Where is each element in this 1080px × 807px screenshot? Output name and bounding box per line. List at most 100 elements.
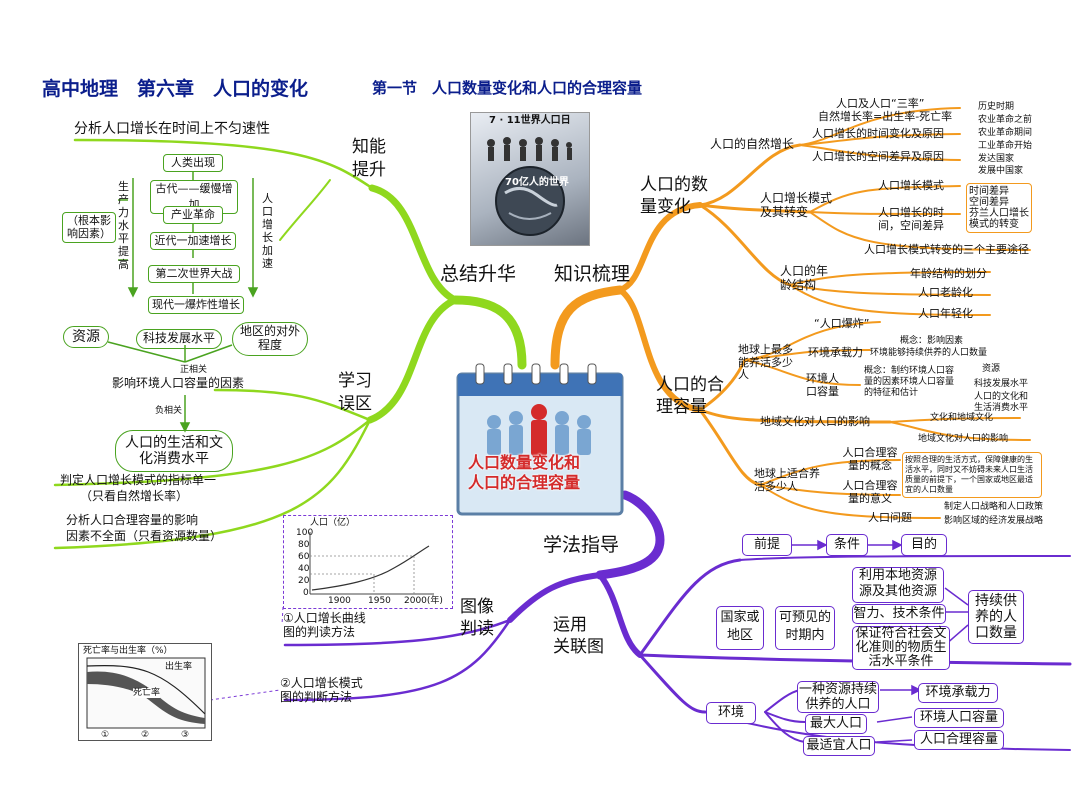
max-pop-node: 最大人口 xyxy=(805,714,867,734)
center-title-line1: 人口数量变化和 xyxy=(468,453,581,472)
productivity-label: 生产力水平提高 xyxy=(118,180,129,271)
branch-mistake: 学习 误区 xyxy=(338,371,372,414)
env-concept: 概念：影响因素 xyxy=(900,336,964,346)
goal-node: 目的 xyxy=(901,534,947,556)
history-1: 农业革命之前 xyxy=(978,115,1033,125)
capacity-node: 人口的合理容量 xyxy=(656,375,724,417)
graph1-curve xyxy=(309,532,434,595)
tech-node: 科技发展水平 xyxy=(136,329,223,349)
three-rates: 人口及人口“三率” xyxy=(836,97,925,110)
earth-max: 地球上最多能养活多少人 xyxy=(738,343,793,382)
policy-0: 制定人口战略和人口政策 xyxy=(944,502,1044,512)
pos-corr-label: 正相关 xyxy=(180,365,208,375)
regional-item-0: 文化和地域文化 xyxy=(930,413,994,423)
rational-node: 人口合理容量 xyxy=(914,730,1004,750)
graph1-ytick-3: 40 xyxy=(298,564,310,574)
graph1-ytick-2: 60 xyxy=(298,552,310,562)
problem: 人口问题 xyxy=(868,511,912,524)
branch-graph: 图像 判读 xyxy=(460,597,494,639)
country-1: 发展中国家 xyxy=(978,166,1024,176)
env-factor-0: 资源 xyxy=(982,364,1001,374)
center-title-line2: 人口的合理容量 xyxy=(468,473,581,492)
page-title: 高中地理 第六章 人口的变化 xyxy=(42,78,309,100)
branch-method: 学法指导 xyxy=(543,534,620,556)
graph2-stage-1: ① xyxy=(101,730,110,740)
mistake-1: 判定人口增长模式的指标单一 xyxy=(60,473,217,487)
natural-growth: 人口的自然增长 xyxy=(710,137,795,151)
reasonable-concept: 人口合理容量的概念 xyxy=(842,446,898,472)
growth-formula: 自然增长率=出生率-死亡率 xyxy=(818,110,953,123)
page-subtitle: 第一节 人口数量变化和人口的合理容量 xyxy=(372,79,643,97)
resource-node: 资源 xyxy=(63,326,109,349)
history-3: 工业革命开始 xyxy=(978,141,1033,151)
branch-relation: 运用 关联图 xyxy=(553,615,604,657)
globe-icon xyxy=(487,137,572,236)
branch-knowledge: 知识梳理 xyxy=(554,263,631,285)
age-item-1: 人口老龄化 xyxy=(918,286,973,299)
premise-node: 前提 xyxy=(742,534,792,556)
model-node: 人口增长模式及其转变 xyxy=(760,191,833,219)
photo-caption: 7 · 11世界人口日 xyxy=(489,115,571,126)
growth-model-graph: 死亡率与出生率（%） 出生率 死亡率 ① ② ③ xyxy=(78,643,212,741)
graph1-ytick-0: 100 xyxy=(296,528,314,538)
condition-node: 条件 xyxy=(826,534,868,556)
graph2-death-label: 死亡率 xyxy=(133,688,161,699)
branch-ability: 知能 提升 xyxy=(352,137,386,180)
history-0: 历史时期 xyxy=(978,102,1015,112)
model-diff-2: 芬兰人口增长模式的转变 xyxy=(969,208,1029,230)
env-node: 环境 xyxy=(706,702,756,724)
center-topic: 人口数量变化和 人口的合理容量 xyxy=(454,360,626,518)
graph1-title: 人口（亿） xyxy=(310,518,356,528)
env-concept2: 环境能够持续供养的人口数量 xyxy=(870,348,988,358)
population-curve-graph: 人口（亿） 100 80 60 40 20 0 1900 1950 2000(年… xyxy=(283,515,453,609)
policy-1: 影响区域的经济发展战略 xyxy=(944,516,1044,526)
intel-node: 智力、技术条件 xyxy=(852,604,946,624)
env-capacity: 环境承载力 xyxy=(808,346,863,359)
graph1-xtick-1: 1950 xyxy=(368,596,391,606)
res-sustain-node: 一种资源持续供养的人口 xyxy=(797,681,879,713)
env-factor-2: 人口的文化和生活消费水平 xyxy=(974,392,1029,413)
opt-pop-node: 最适宜人口 xyxy=(803,736,875,756)
env-pop: 环境人口容量 xyxy=(806,372,839,398)
sustain-node: 持续供养的人口数量 xyxy=(968,590,1024,644)
analysis-label: 分析人口增长在时间上不匀速性 xyxy=(74,121,270,137)
graph2-stage-3: ③ xyxy=(181,730,190,740)
pop-change-node: 人口的数量变化 xyxy=(640,175,708,217)
model-diff-box: 时间差异 空间差异 芬兰人口增长模式的转变 xyxy=(966,183,1032,233)
branch-summary: 总结升华 xyxy=(440,263,517,285)
mistake-1b: （只看自然增长率） xyxy=(80,489,189,503)
model-diff-1: 空间差异 xyxy=(969,197,1009,208)
age-node: 人口的年龄结构 xyxy=(780,264,829,292)
country-node: 国家或地区 xyxy=(716,606,764,650)
env-load-node: 环境承载力 xyxy=(918,683,998,703)
foreseeable-node: 可预见的时期内 xyxy=(775,606,835,650)
model-item-0: 人口增长模式 xyxy=(878,179,944,192)
graph2-stage-2: ② xyxy=(141,730,150,740)
use-resource-node: 利用本地资源源及其他资源 xyxy=(852,567,944,603)
env-cap2-node: 环境人口容量 xyxy=(914,708,1004,728)
timeline-4: 第二次世界大战 xyxy=(148,265,240,283)
mistake-2b: 因素不全面（只看资源数量） xyxy=(66,529,223,543)
graph2-label: ②人口增长模式图的判断方法 xyxy=(280,676,363,704)
timeline-3: 近代一加速增长 xyxy=(150,232,236,250)
photo-inner-text: 70亿人的世界 xyxy=(505,177,569,188)
growth-speed-label: 人口增长加速 xyxy=(262,192,273,270)
explosion: “人口爆炸” xyxy=(814,317,870,330)
graph1-label: ①人口增长曲线图的判读方法 xyxy=(283,611,366,639)
country-0: 发达国家 xyxy=(978,154,1015,164)
timeline-5: 现代一爆炸性增长 xyxy=(148,296,244,314)
regional: 地域文化对人口的影响 xyxy=(760,415,870,428)
mistake-2: 分析人口合理容量的影响 xyxy=(66,513,199,527)
graph1-xtick-2: 2000(年) xyxy=(404,596,443,606)
timeline-0: 人类出现 xyxy=(163,154,223,172)
living-node: 人口的生活和文化消费水平 xyxy=(115,430,233,473)
regional-item-1: 地域文化对人口的影响 xyxy=(918,434,1009,444)
graph2-birth-label: 出生率 xyxy=(165,662,193,672)
factors-label: 影响环境人口容量的因素 xyxy=(112,376,245,390)
graph1-ytick-5: 0 xyxy=(303,588,309,598)
model-item-1: 人口增长的时间，空间差异 xyxy=(878,206,944,232)
graph2-title: 死亡率与出生率（%） xyxy=(83,646,173,656)
suitable: 地球上适合养活多少人 xyxy=(754,467,820,493)
